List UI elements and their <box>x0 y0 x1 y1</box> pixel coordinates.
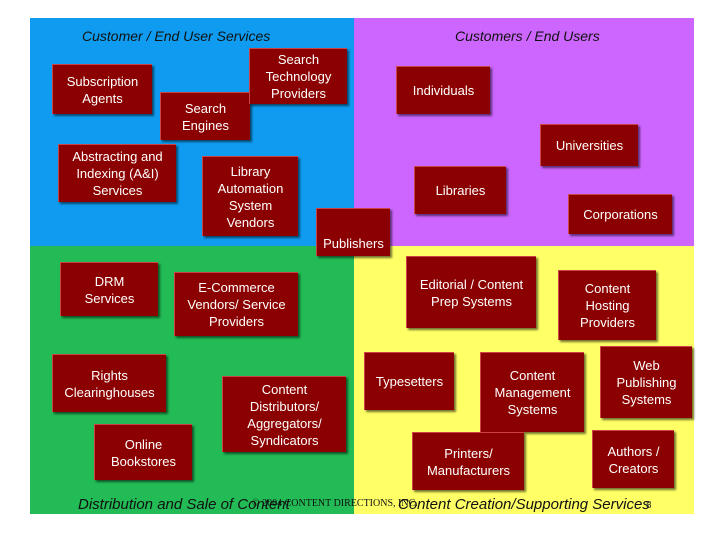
page-number: 8 <box>646 500 652 511</box>
box-ecommerce-vendors: E-Commerce Vendors/ Service Providers <box>174 272 298 336</box>
box-typesetters: Typesetters <box>364 352 454 410</box>
box-drm-services: DRM Services <box>60 262 158 316</box>
box-content-management: Content Management Systems <box>480 352 584 432</box>
box-individuals: Individuals <box>396 66 490 114</box>
box-abstracting-indexing: Abstracting and Indexing (A&I) Services <box>58 144 176 202</box>
box-content-hosting: Content Hosting Providers <box>558 270 656 340</box>
box-authors: Authors / Creators <box>592 430 674 488</box>
box-subscription-agents: Subscription Agents <box>52 64 152 114</box>
quadrant-title-customers: Customers / End Users <box>455 28 600 44</box>
box-editorial-systems: Editorial / Content Prep Systems <box>406 256 536 328</box>
box-libraries: Libraries <box>414 166 506 214</box>
quadrant-title-content-creation: Content Creation/Supporting Services <box>398 496 650 513</box>
box-publishers: Publishers <box>316 208 390 256</box>
box-web-publishing: Web Publishing Systems <box>600 346 692 418</box>
copyright-notice: © 2004 CONTENT DIRECTIONS, INC. <box>252 498 418 509</box>
box-corporations: Corporations <box>568 194 672 234</box>
quadrant-title-customer-services: Customer / End User Services <box>82 28 271 44</box>
box-printers: Printers/ Manufacturers <box>412 432 524 490</box>
box-rights-clearinghouses: Rights Clearinghouses <box>52 354 166 412</box>
quadrant-title-distribution: Distribution and Sale of Content <box>78 496 290 513</box>
box-online-bookstores: Online Bookstores <box>94 424 192 480</box>
box-content-distributors: Content Distributors/ Aggregators/ Syndi… <box>222 376 346 452</box>
box-search-technology-providers: Search Technology Providers <box>249 48 347 104</box>
box-library-automation: Library Automation System Vendors <box>202 156 298 236</box>
box-universities: Universities <box>540 124 638 166</box>
box-search-engines: Search Engines <box>160 92 250 140</box>
